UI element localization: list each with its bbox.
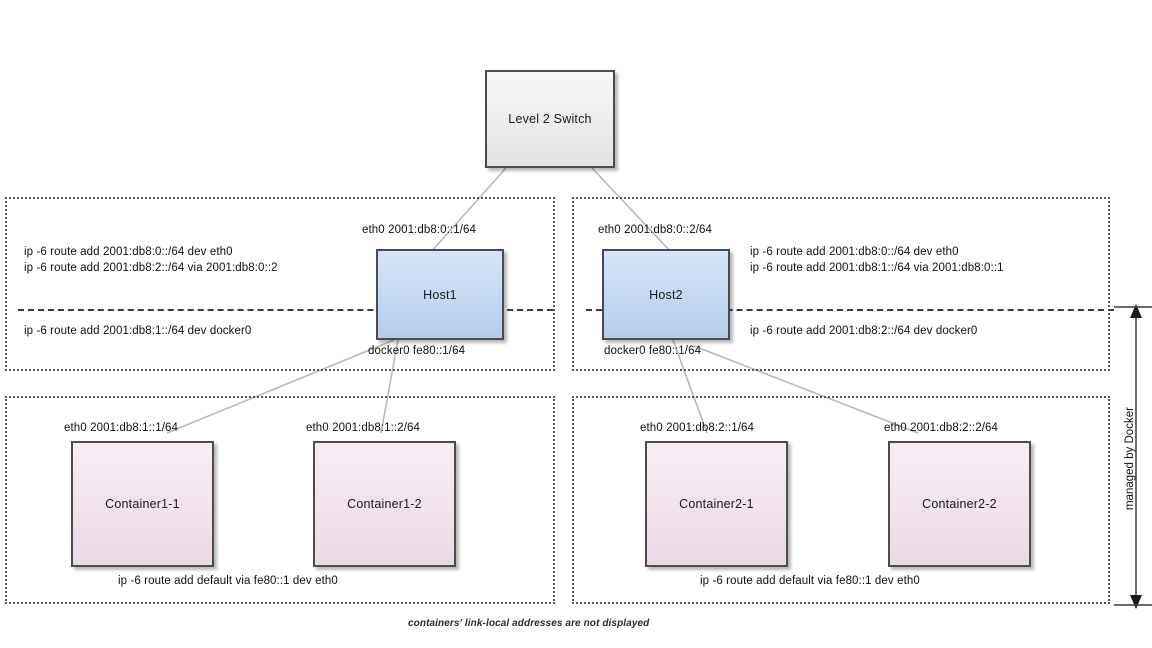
- container2-1-eth0-label: eth0 2001:db8:2::1/64: [640, 422, 755, 434]
- host1-route-below-1: ip -6 route add 2001:db8:1::/64 dev dock…: [24, 325, 252, 337]
- container1-2-label: Container1-2: [347, 497, 422, 511]
- container-group-2-default-route: ip -6 route add default via fe80::1 dev …: [700, 575, 920, 587]
- host2-docker0-label: docker0 fe80::1/64: [604, 345, 702, 357]
- host2-eth0-label: eth0 2001:db8:0::2/64: [598, 224, 713, 236]
- managed-by-docker-label: managed by Docker: [1124, 407, 1136, 510]
- host1-docker-divider: [18, 309, 553, 311]
- diagram-caption: containers' link-local addresses are not…: [408, 618, 650, 629]
- host2-route-above-2: ip -6 route add 2001:db8:1::/64 via 2001…: [750, 262, 1004, 274]
- container-group-1-default-route: ip -6 route add default via fe80::1 dev …: [118, 575, 338, 587]
- host1-group-box: [5, 197, 555, 371]
- container2-2-label: Container2-2: [922, 497, 997, 511]
- container2-2-eth0-label: eth0 2001:db8:2::2/64: [884, 422, 999, 434]
- container1-2-eth0-label: eth0 2001:db8:1::2/64: [306, 422, 421, 434]
- container-group-2-box: [572, 396, 1110, 604]
- host1-eth0-label: eth0 2001:db8:0::1/64: [362, 224, 477, 236]
- host1-route-above-1: ip -6 route add 2001:db8:0::/64 dev eth0: [24, 246, 233, 258]
- host2-route-below-1: ip -6 route add 2001:db8:2::/64 dev dock…: [750, 325, 978, 337]
- container-group-1-box: [5, 396, 555, 604]
- host1-label: Host1: [423, 287, 457, 302]
- container1-1-node[interactable]: Container1-1: [71, 441, 214, 567]
- host2-route-above-1: ip -6 route add 2001:db8:0::/64 dev eth0: [750, 246, 959, 258]
- host2-label: Host2: [649, 287, 683, 302]
- container2-2-node[interactable]: Container2-2: [888, 441, 1031, 567]
- host2-docker-divider: [586, 309, 1114, 311]
- host1-node[interactable]: Host1: [376, 249, 504, 340]
- host2-group-box: [572, 197, 1110, 371]
- switch-node[interactable]: Level 2 Switch: [485, 70, 615, 168]
- host1-docker0-label: docker0 fe80::1/64: [368, 345, 466, 357]
- container1-1-eth0-label: eth0 2001:db8:1::1/64: [64, 422, 179, 434]
- container1-1-label: Container1-1: [105, 497, 180, 511]
- container2-1-node[interactable]: Container2-1: [645, 441, 788, 567]
- container1-2-node[interactable]: Container1-2: [313, 441, 456, 567]
- host2-node[interactable]: Host2: [602, 249, 730, 340]
- host1-route-above-2: ip -6 route add 2001:db8:2::/64 via 2001…: [24, 262, 278, 274]
- switch-label: Level 2 Switch: [508, 112, 592, 126]
- container2-1-label: Container2-1: [679, 497, 754, 511]
